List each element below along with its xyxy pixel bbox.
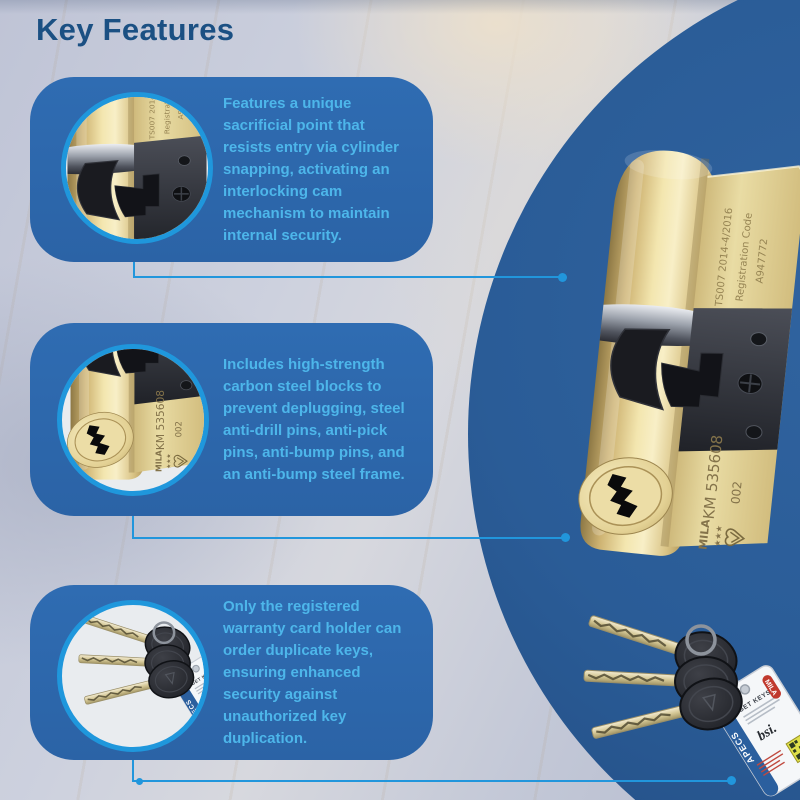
connector-1-end-dot [558, 273, 567, 282]
cylinder-engravings-bottom: KM 535608 002 MILA ★★★ [155, 234, 168, 239]
feature-text: Only the registered warranty card holder… [223, 597, 402, 747]
engraving-serial: KM 535608 [155, 234, 168, 239]
cam-lever [76, 159, 160, 221]
star-rating: ★★★ [713, 525, 724, 547]
engraving-registration-code: A947772 [176, 97, 185, 120]
kitemark-icon [173, 454, 188, 468]
connector-2-horizontal [132, 537, 565, 539]
feature-text: Includes high-strength carbon steel bloc… [223, 355, 405, 483]
brand-mila-engraving: MILA [154, 450, 163, 472]
key-ring [685, 624, 717, 656]
cam-lever [610, 328, 724, 411]
feature-photo-circle-keys: APECS GET KEYS bsi. MILA [57, 600, 209, 752]
keyway [607, 473, 638, 518]
cylinder-cam-photo: TS007 2014-4/2016 Registration Code A947… [66, 97, 208, 239]
engraving-standard: TS007 2014-4/2016 [148, 97, 157, 140]
feature-card-steel-pins: TS007 2014-4/2016 Registration Code A947… [30, 323, 433, 516]
feature-text: Features a unique sacrificial point that… [223, 94, 399, 244]
feature-card-sacrificial-point: TS007 2014-4/2016 Registration Code A947… [30, 77, 433, 262]
cylinder-engravings-bottom: KM 535608 002 MILA ★★★ [154, 390, 184, 472]
tag-hole [739, 684, 751, 695]
brand-mila-engraving: MILA [696, 518, 712, 550]
bsi-logo: bsi. [203, 692, 204, 709]
cylinder-face [578, 457, 673, 535]
engraving-registration-code: A947772 [755, 238, 771, 284]
product-photo-cylinder: TS007 2014-4/2016 Registration Code A947… [564, 132, 800, 572]
engraving-registration-label: Registration Code [163, 97, 172, 134]
tag-fine-print [743, 695, 780, 725]
connector-3-vertical [132, 750, 134, 782]
page-title: Key Features [36, 12, 235, 47]
key-bottom [84, 660, 195, 705]
star-rating: ★★★ [166, 454, 173, 469]
connector-2-vertical [132, 496, 134, 539]
connector-1-horizontal [133, 276, 562, 278]
keys-photo: APECS GET KEYS bsi. MILA [62, 605, 204, 747]
connector-3-end-dot [727, 776, 736, 785]
head-logo [701, 693, 716, 712]
tag-hole [192, 664, 200, 673]
engraving-serial: KM 535608 [154, 390, 167, 450]
feature-card-key-duplication: APECS GET KEYS bsi. MILA [30, 585, 433, 760]
key-ring [152, 621, 176, 645]
head-logo [164, 671, 175, 685]
cylinder-keyway-photo: TS007 2014-4/2016 Registration Code A947… [62, 349, 204, 491]
connector-3-horizontal [132, 780, 731, 782]
connector-3-corner-dot [136, 778, 143, 785]
kitemark-icon [724, 528, 746, 547]
product-photo-keys: APECS GET KEYS bsi. MILA [556, 602, 800, 800]
cylinder-face [67, 412, 134, 468]
screw-holes [737, 332, 768, 440]
engraving-batch: 002 [728, 481, 744, 505]
keyway [86, 425, 110, 455]
key-bottom [591, 677, 743, 739]
engraving-batch: 002 [174, 421, 184, 437]
tag-red-print [756, 749, 785, 777]
connector-2-end-dot [561, 533, 570, 542]
feature-photo-circle-cam: TS007 2014-4/2016 Registration Code A947… [61, 92, 213, 244]
feature-photo-circle-keyway: TS007 2014-4/2016 Registration Code A947… [57, 344, 209, 496]
